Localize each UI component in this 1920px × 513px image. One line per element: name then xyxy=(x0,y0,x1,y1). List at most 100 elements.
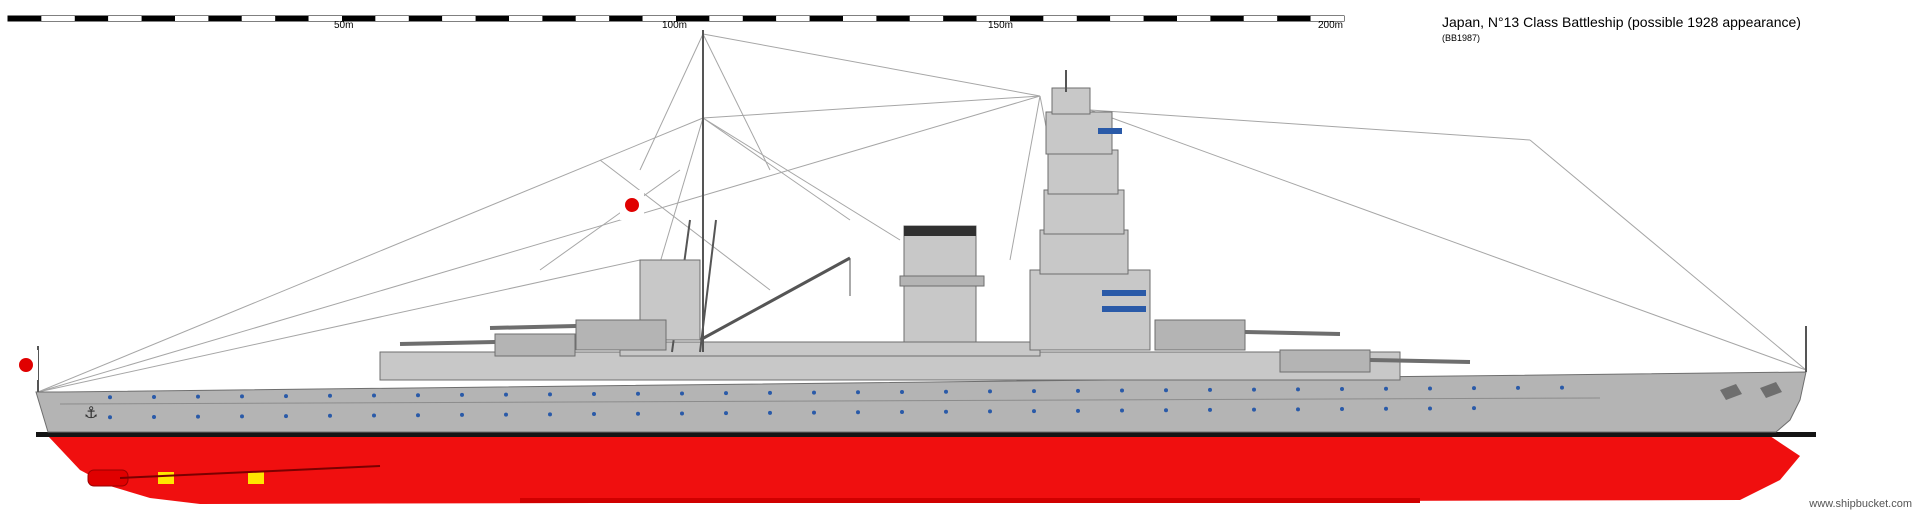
porthole xyxy=(636,411,640,416)
porthole xyxy=(152,394,156,399)
scale-segment xyxy=(475,16,509,21)
porthole xyxy=(1164,408,1168,413)
porthole xyxy=(240,394,244,399)
porthole xyxy=(1384,386,1388,391)
scale-segment xyxy=(1143,16,1177,21)
scale-segment xyxy=(1043,16,1077,21)
scale-segment xyxy=(809,16,843,21)
site-credit: www.shipbucket.com xyxy=(1809,498,1912,510)
scale-segment xyxy=(976,16,1010,21)
porthole xyxy=(504,412,508,417)
scale-segment xyxy=(108,16,142,21)
porthole xyxy=(372,413,376,418)
porthole xyxy=(1560,385,1564,390)
porthole xyxy=(372,393,376,398)
hull: ⚓ xyxy=(35,371,1816,504)
scale-segment xyxy=(642,16,676,21)
porthole xyxy=(856,390,860,395)
porthole xyxy=(724,391,728,396)
scale-segment xyxy=(575,16,610,21)
porthole xyxy=(416,393,420,398)
scale-segment xyxy=(909,16,944,21)
porthole xyxy=(1032,409,1036,414)
antifouling-hull xyxy=(48,436,1800,504)
scale-label-100m: 100m xyxy=(662,20,688,31)
scale-segment xyxy=(1277,16,1311,21)
author-tag: (BB1987) xyxy=(1442,33,1481,43)
porthole xyxy=(284,414,288,419)
scale-segment xyxy=(742,16,777,21)
porthole xyxy=(1076,408,1080,413)
drawing-title: Japan, N°13 Class Battleship (possible 1… xyxy=(1442,14,1801,30)
scale-segment xyxy=(175,16,209,21)
pagoda-mast xyxy=(1029,70,1151,351)
porthole xyxy=(1208,387,1212,392)
porthole xyxy=(1472,406,1476,411)
scale-segment xyxy=(1177,16,1211,21)
scale-segment xyxy=(241,16,276,21)
porthole xyxy=(812,390,816,395)
porthole xyxy=(1164,388,1168,393)
porthole xyxy=(1120,388,1124,393)
porthole xyxy=(108,415,112,420)
porthole xyxy=(152,414,156,419)
scale-segment xyxy=(776,16,810,21)
porthole xyxy=(1252,387,1256,392)
porthole xyxy=(768,390,772,395)
scale-segment xyxy=(943,16,977,21)
scale-segment xyxy=(74,16,109,21)
scale-segment xyxy=(141,16,175,21)
scale-segment xyxy=(542,16,576,21)
scale-segment xyxy=(1310,16,1344,21)
waterline-stripe xyxy=(36,432,1816,437)
porthole xyxy=(812,410,816,415)
porthole xyxy=(548,392,552,397)
upper-hull xyxy=(35,371,1807,433)
porthole xyxy=(108,395,112,400)
scale-segment xyxy=(1076,16,1111,21)
scale-segment xyxy=(275,16,309,21)
porthole xyxy=(768,410,772,415)
porthole xyxy=(1428,406,1432,411)
scale-segment xyxy=(1210,16,1244,21)
porthole xyxy=(1208,407,1212,412)
scale-segment xyxy=(676,16,710,21)
porthole xyxy=(196,414,200,419)
scale-segment xyxy=(1243,16,1278,21)
porthole xyxy=(1340,407,1344,412)
porthole xyxy=(988,409,992,414)
porthole xyxy=(944,409,948,414)
porthole xyxy=(680,391,684,396)
scale-segment xyxy=(1110,16,1144,21)
porthole xyxy=(592,412,596,417)
scale-label-200m: 200m xyxy=(1318,20,1344,31)
porthole xyxy=(1384,406,1388,411)
porthole xyxy=(1296,387,1300,392)
porthole xyxy=(856,410,860,415)
scale-segment xyxy=(308,16,342,21)
scale-segment xyxy=(1010,16,1044,21)
scale-segment xyxy=(375,16,409,21)
scale-segment xyxy=(509,16,543,21)
scale-segment xyxy=(8,16,42,21)
porthole xyxy=(900,389,904,394)
scale-bar xyxy=(7,15,1345,22)
porthole xyxy=(680,411,684,416)
scale-segment xyxy=(442,16,476,21)
scale-segment xyxy=(876,16,910,21)
porthole xyxy=(284,394,288,399)
porthole xyxy=(1076,388,1080,393)
scale-segment xyxy=(41,16,75,21)
porthole xyxy=(900,409,904,414)
scale-segment xyxy=(342,16,376,21)
scale-segment xyxy=(709,16,743,21)
porthole xyxy=(1516,385,1520,390)
scale-label-150m: 150m xyxy=(988,20,1014,31)
svg-text:⚓: ⚓ xyxy=(84,403,98,422)
porthole xyxy=(988,389,992,394)
porthole xyxy=(504,392,508,397)
porthole xyxy=(460,392,464,397)
porthole xyxy=(944,389,948,394)
porthole xyxy=(1120,408,1124,413)
